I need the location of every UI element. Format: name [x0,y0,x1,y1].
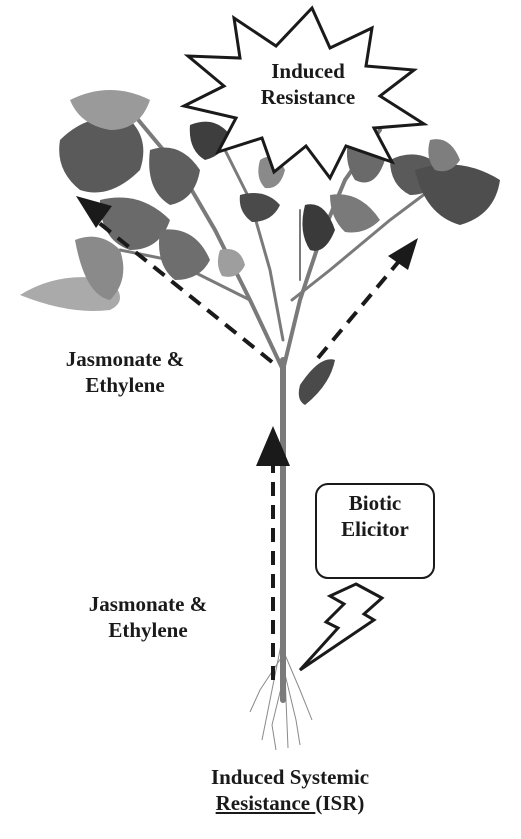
lower-hormone-line-1: Jasmonate & [58,591,238,617]
biotic-elicitor-label: Biotic Elicitor [316,490,434,543]
caption-acronym: (ISR) [315,791,364,815]
leaf [299,359,335,405]
burst-line-1: Induced [228,58,388,84]
arrow-shaft-upper-right [318,260,400,358]
caption-line-1: Induced Systemic [120,764,460,790]
leaf [159,229,210,280]
leaf [240,193,280,222]
leaf [415,164,500,225]
figure-caption: Induced Systemic Resistance (ISR) [120,764,460,817]
upper-hormone-label: Jasmonate & Ethylene [10,346,240,399]
upper-hormone-line-1: Jasmonate & [10,346,240,372]
elicitor-line-2: Elicitor [316,516,434,542]
arrowhead-upper-right [388,238,418,270]
leaf [330,194,380,232]
leaf [149,148,200,206]
burst-line-2: Resistance [228,84,388,110]
leaf [218,249,245,277]
lightning-bolt-icon [300,584,382,670]
lower-hormone-label: Jasmonate & Ethylene [58,591,238,644]
elicitor-line-1: Biotic [316,490,434,516]
induced-resistance-label: Induced Resistance [228,58,388,111]
upper-hormone-line-2: Ethylene [10,372,240,398]
leaf [59,118,143,193]
lower-hormone-line-2: Ethylene [58,617,238,643]
caption-underlined-text: Resistance [216,791,316,815]
caption-line-2: Resistance (ISR) [120,790,460,816]
leaf [70,90,150,130]
